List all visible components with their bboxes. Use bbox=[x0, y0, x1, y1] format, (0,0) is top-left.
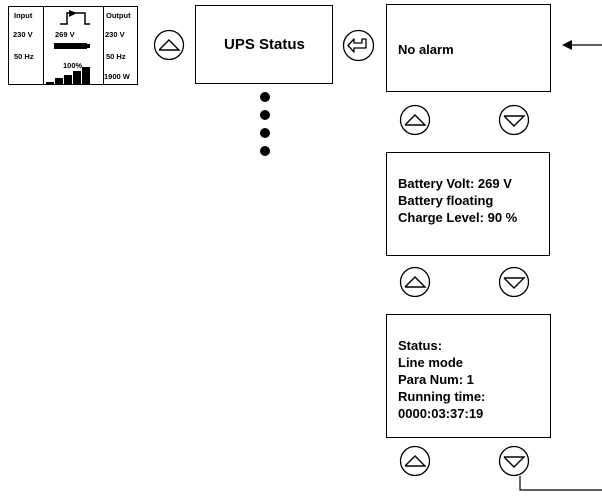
up-arrow-icon bbox=[404, 114, 427, 126]
up-button[interactable] bbox=[399, 445, 431, 477]
continuation-dot bbox=[260, 146, 270, 156]
status-info: Status: Line mode Para Num: 1 Running ti… bbox=[398, 337, 485, 422]
status-mode-line: Line mode bbox=[398, 355, 464, 370]
lcd-output-frequency: 50 Hz bbox=[106, 52, 126, 61]
battery-terminal-icon bbox=[87, 44, 90, 48]
down-button[interactable] bbox=[498, 266, 530, 298]
down-arrow-icon bbox=[503, 456, 526, 468]
continuation-dot bbox=[260, 92, 270, 102]
up-button[interactable] bbox=[153, 29, 185, 61]
down-arrow-icon bbox=[503, 115, 526, 127]
lcd-output-power: 1900 W bbox=[104, 72, 130, 81]
down-arrow-icon bbox=[503, 277, 526, 289]
bypass-switch-icon bbox=[60, 10, 90, 25]
lcd-output-label: Output bbox=[106, 11, 131, 20]
running-time-label: Running time: bbox=[398, 389, 486, 404]
alarm-text: No alarm bbox=[398, 42, 454, 57]
lcd-input-frequency: 50 Hz bbox=[14, 52, 34, 61]
charge-level-line: Charge Level: 90 % bbox=[398, 210, 518, 225]
lcd-input-voltage: 230 V bbox=[13, 30, 33, 39]
enter-return-icon bbox=[347, 38, 367, 53]
up-arrow-icon bbox=[404, 455, 427, 467]
load-level-icon bbox=[46, 67, 90, 84]
lcd-input-label: Input bbox=[14, 11, 33, 20]
lcd-divider-left bbox=[43, 7, 44, 84]
ups-status-title: UPS Status bbox=[224, 36, 305, 53]
enter-button[interactable] bbox=[342, 29, 375, 62]
continuation-dot bbox=[260, 110, 270, 120]
entry-arrow bbox=[562, 40, 602, 50]
battery-screen bbox=[386, 152, 550, 256]
up-button[interactable] bbox=[399, 266, 431, 298]
battery-voltage-line: Battery Volt: 269 V bbox=[398, 176, 512, 191]
down-button[interactable] bbox=[498, 445, 530, 477]
continuation-dot bbox=[260, 128, 270, 138]
up-button[interactable] bbox=[399, 104, 431, 136]
battery-mode-line: Battery floating bbox=[398, 193, 494, 208]
loop-back-connector bbox=[519, 476, 602, 491]
running-time-value: 0000:03:37:19 bbox=[398, 406, 484, 421]
lcd-battery-voltage: 269 V bbox=[55, 30, 75, 39]
down-button[interactable] bbox=[498, 104, 530, 136]
up-arrow-icon bbox=[158, 39, 181, 51]
para-num-line: Para Num: 1 bbox=[398, 372, 474, 387]
battery-info: Battery Volt: 269 V Battery floating Cha… bbox=[398, 175, 517, 226]
lcd-output-voltage: 230 V bbox=[105, 30, 125, 39]
battery-icon bbox=[54, 43, 87, 49]
ups-status-box[interactable] bbox=[195, 5, 333, 84]
up-arrow-icon bbox=[404, 276, 427, 288]
status-label-line: Status: bbox=[398, 338, 443, 353]
lcd-divider-right bbox=[103, 7, 104, 84]
lcd-battery-percent: 100% bbox=[63, 61, 83, 70]
status-screen bbox=[386, 314, 551, 438]
alarm-screen bbox=[386, 4, 551, 92]
